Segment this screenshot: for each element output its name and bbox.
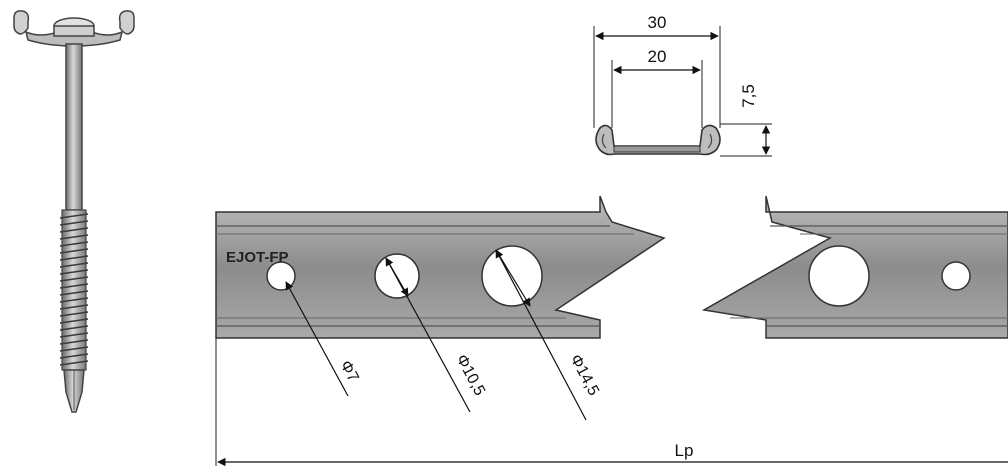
thread-line (59, 332, 89, 338)
length-dimension: Lp (215, 338, 1008, 466)
dim-outer-width: 30 (648, 13, 667, 32)
hole-7 (266, 261, 296, 291)
thread-line (59, 269, 89, 275)
thread-line (59, 262, 89, 268)
thread-line (59, 276, 89, 282)
cross-section: 30 20 7,5 (593, 13, 772, 157)
dim-inner-width: 20 (648, 47, 667, 66)
hole-small-right (941, 261, 971, 291)
thread-line (59, 227, 89, 233)
thread-line (59, 220, 89, 226)
thread-line (59, 318, 89, 324)
thread-line (59, 213, 89, 219)
thread-line (59, 304, 89, 310)
dim-height: 7,5 (739, 84, 758, 108)
thread-line (59, 311, 89, 317)
screw-threads (59, 213, 89, 366)
thread-line (59, 353, 89, 359)
thread-line (59, 360, 89, 366)
dim-hole-14-5: Φ14,5 (566, 352, 602, 399)
thread-line (59, 283, 89, 289)
thread-line (59, 241, 89, 247)
dim-hole-10-5: Φ10,5 (452, 352, 488, 399)
profile-strip-right (701, 195, 1008, 339)
thread-line (59, 297, 89, 303)
profile-strip-left: EJOT-FP (215, 195, 666, 339)
dim-length: Lp (675, 441, 694, 460)
hole-large-right (808, 245, 870, 307)
thread-line (59, 325, 89, 331)
thread-line (59, 248, 89, 254)
thread-line (59, 339, 89, 345)
screw-fastener (13, 10, 135, 413)
diameter-callouts (285, 249, 587, 421)
thread-line (59, 234, 89, 240)
profile-label: EJOT-FP (226, 249, 289, 266)
thread-line (59, 290, 89, 296)
thread-line (59, 346, 89, 352)
thread-line (59, 255, 89, 261)
